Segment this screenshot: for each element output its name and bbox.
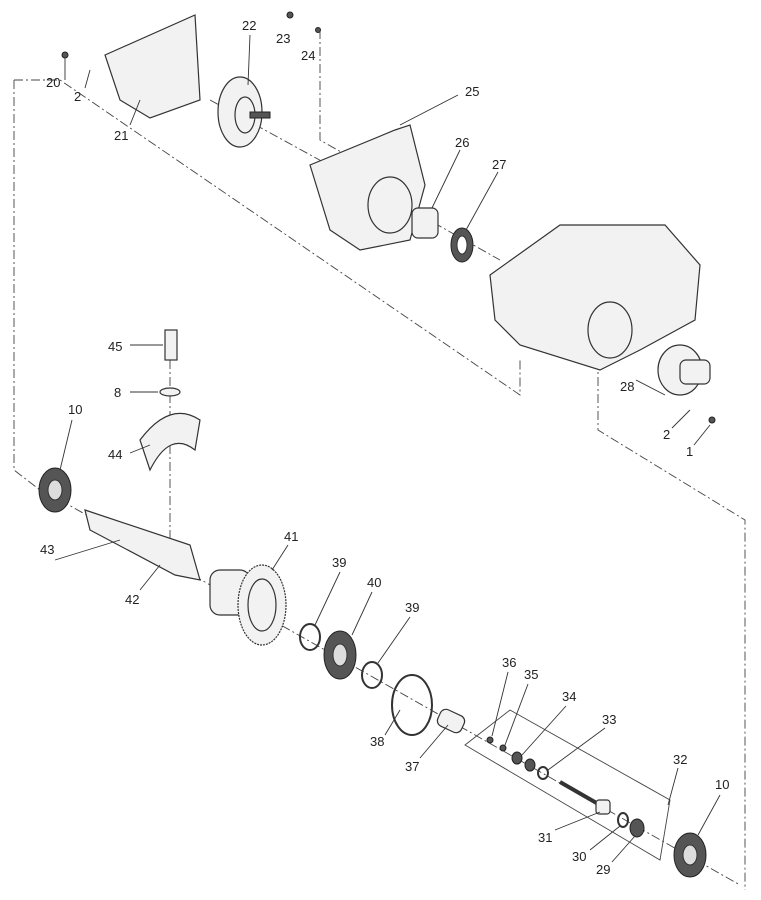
- callout-33: 33: [602, 712, 616, 727]
- part-28-bearing-cover: [657, 344, 711, 396]
- callout-25: 25: [465, 84, 479, 99]
- part-39-ring-2: [361, 661, 383, 689]
- part-8-washer: [159, 387, 181, 397]
- part-39-ring: [299, 623, 321, 651]
- callout-24: 24: [301, 48, 315, 63]
- callout-1: 1: [686, 444, 693, 459]
- part-25-bore: [367, 176, 413, 234]
- part-43-key: [54, 539, 121, 561]
- callout-42: 42: [125, 592, 139, 607]
- leader-lines: [59, 34, 721, 863]
- seal-bore: [456, 235, 468, 255]
- callout-20: 20: [46, 75, 60, 90]
- callout-8: 8: [114, 385, 121, 400]
- part-32-kit: [486, 736, 645, 838]
- part-26-bushing: [411, 207, 439, 239]
- callout-26: 26: [455, 135, 469, 150]
- callout-37: 37: [405, 759, 419, 774]
- part-22-pulley: [217, 76, 271, 148]
- part-23-screw: [286, 11, 294, 19]
- callout-34: 34: [562, 689, 576, 704]
- part-38-oring: [391, 674, 433, 736]
- part-37-sleeve: [436, 708, 466, 734]
- callout-10b: 10: [715, 777, 729, 792]
- callout-30: 30: [572, 849, 586, 864]
- part-45-bolt: [164, 329, 178, 361]
- bearing-bore: [47, 479, 63, 501]
- callout-31: 31: [538, 830, 552, 845]
- callout-23: 23: [276, 31, 290, 46]
- callout-2b: 2: [663, 427, 670, 442]
- callout-29: 29: [596, 862, 610, 877]
- callout-35: 35: [524, 667, 538, 682]
- callout-38: 38: [370, 734, 384, 749]
- callout-21: 21: [114, 128, 128, 143]
- part-21-cover: [104, 14, 201, 119]
- part-44-cap: [139, 412, 201, 472]
- part-32-kit-outline: [464, 709, 671, 861]
- callout-45: 45: [108, 339, 122, 354]
- callout-41: 41: [284, 529, 298, 544]
- callout-32: 32: [673, 752, 687, 767]
- callout-22: 22: [242, 18, 256, 33]
- bearing-bore: [682, 844, 698, 866]
- part-1-screw: [708, 416, 716, 424]
- callout-28: 28: [620, 379, 634, 394]
- callout-labels: 20 2 21 22 23 24 25 26 27 45 8 44 10 43 …: [40, 18, 729, 877]
- part-42-crankshaft: [84, 509, 201, 581]
- callout-2: 2: [74, 89, 81, 104]
- part-41-gear: [209, 564, 287, 646]
- crankcase-housing: [489, 224, 701, 371]
- callout-44: 44: [108, 447, 122, 462]
- part-24-washer: [315, 27, 321, 33]
- bearing-bore: [332, 643, 348, 667]
- callout-36: 36: [502, 655, 516, 670]
- callout-40: 40: [367, 575, 381, 590]
- callout-43: 43: [40, 542, 54, 557]
- callout-10: 10: [68, 402, 82, 417]
- crankcase-bore: [587, 301, 633, 359]
- part-20-screw: [61, 51, 69, 59]
- callout-39: 39: [332, 555, 346, 570]
- callout-39b: 39: [405, 600, 419, 615]
- callout-27: 27: [492, 157, 506, 172]
